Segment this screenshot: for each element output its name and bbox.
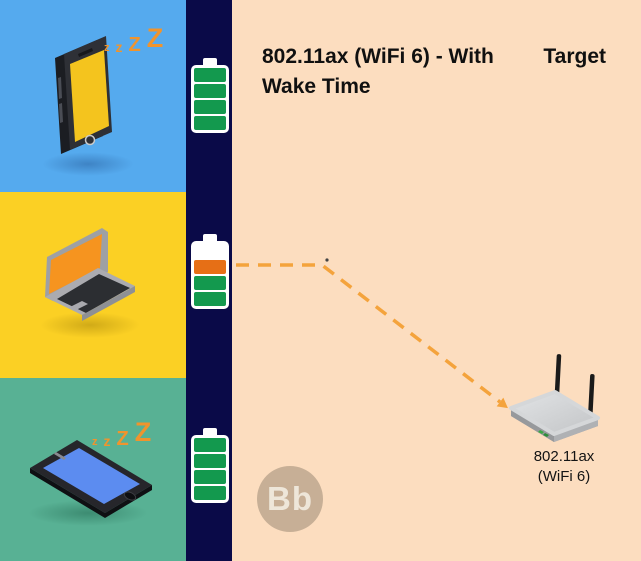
- tablet-sleep-zzz: z z Z Z: [92, 416, 152, 450]
- router-label: 802.11ax (WiFi 6): [503, 447, 625, 487]
- battery-indicator-laptop: [191, 234, 229, 309]
- title-line2: Wake Time: [262, 75, 371, 98]
- battery-segment-green: [194, 100, 226, 114]
- smartphone-icon: [55, 36, 112, 154]
- logo-text: Bb: [267, 480, 313, 517]
- sleep-z: Z: [134, 417, 152, 447]
- battery-shell: [191, 241, 229, 309]
- battery-segment-green: [194, 276, 226, 290]
- battery-indicator-phone: [191, 58, 229, 133]
- router-label-line2: (WiFi 6): [537, 468, 591, 485]
- sleep-z: Z: [146, 23, 164, 53]
- diagram-title: 802.11ax (WiFi 6) - With Target Wake Tim…: [262, 42, 606, 102]
- sleep-z: Z: [116, 428, 129, 450]
- battery-segment-orange: [194, 260, 226, 274]
- sleep-z: z: [115, 39, 123, 55]
- battery-segment-green: [194, 486, 226, 500]
- beebom-logo: Bb: [257, 466, 323, 532]
- battery-shell: [191, 435, 229, 503]
- sleep-z: z: [103, 433, 111, 449]
- battery-segment-green: [194, 454, 226, 468]
- battery-nub: [203, 428, 217, 435]
- battery-segment-green: [194, 438, 226, 452]
- sleep-z: z: [104, 42, 110, 54]
- phone-shadow: [42, 152, 134, 176]
- battery-nub: [203, 58, 217, 65]
- battery-nub: [203, 234, 217, 241]
- battery-segment-green: [194, 470, 226, 484]
- battery-segment-green: [194, 116, 226, 130]
- battery-segment-green: [194, 68, 226, 82]
- battery-segment-green: [194, 292, 226, 306]
- phone-sleep-zzz: z z Z Z: [104, 20, 164, 56]
- laptop-icon: [45, 228, 135, 321]
- wifi-router-icon: [509, 354, 600, 442]
- battery-indicator-tablet: [191, 428, 229, 503]
- title-line1-left: 802.11ax (WiFi 6) - With: [262, 45, 494, 68]
- title-line1-right: Target: [543, 45, 606, 68]
- battery-shell: [191, 65, 229, 133]
- sleep-z: Z: [128, 34, 141, 56]
- tablet-icon: [30, 440, 152, 518]
- battery-segment-green: [194, 84, 226, 98]
- router-label-line1: 802.11ax: [533, 448, 595, 465]
- sleep-z: z: [92, 436, 98, 448]
